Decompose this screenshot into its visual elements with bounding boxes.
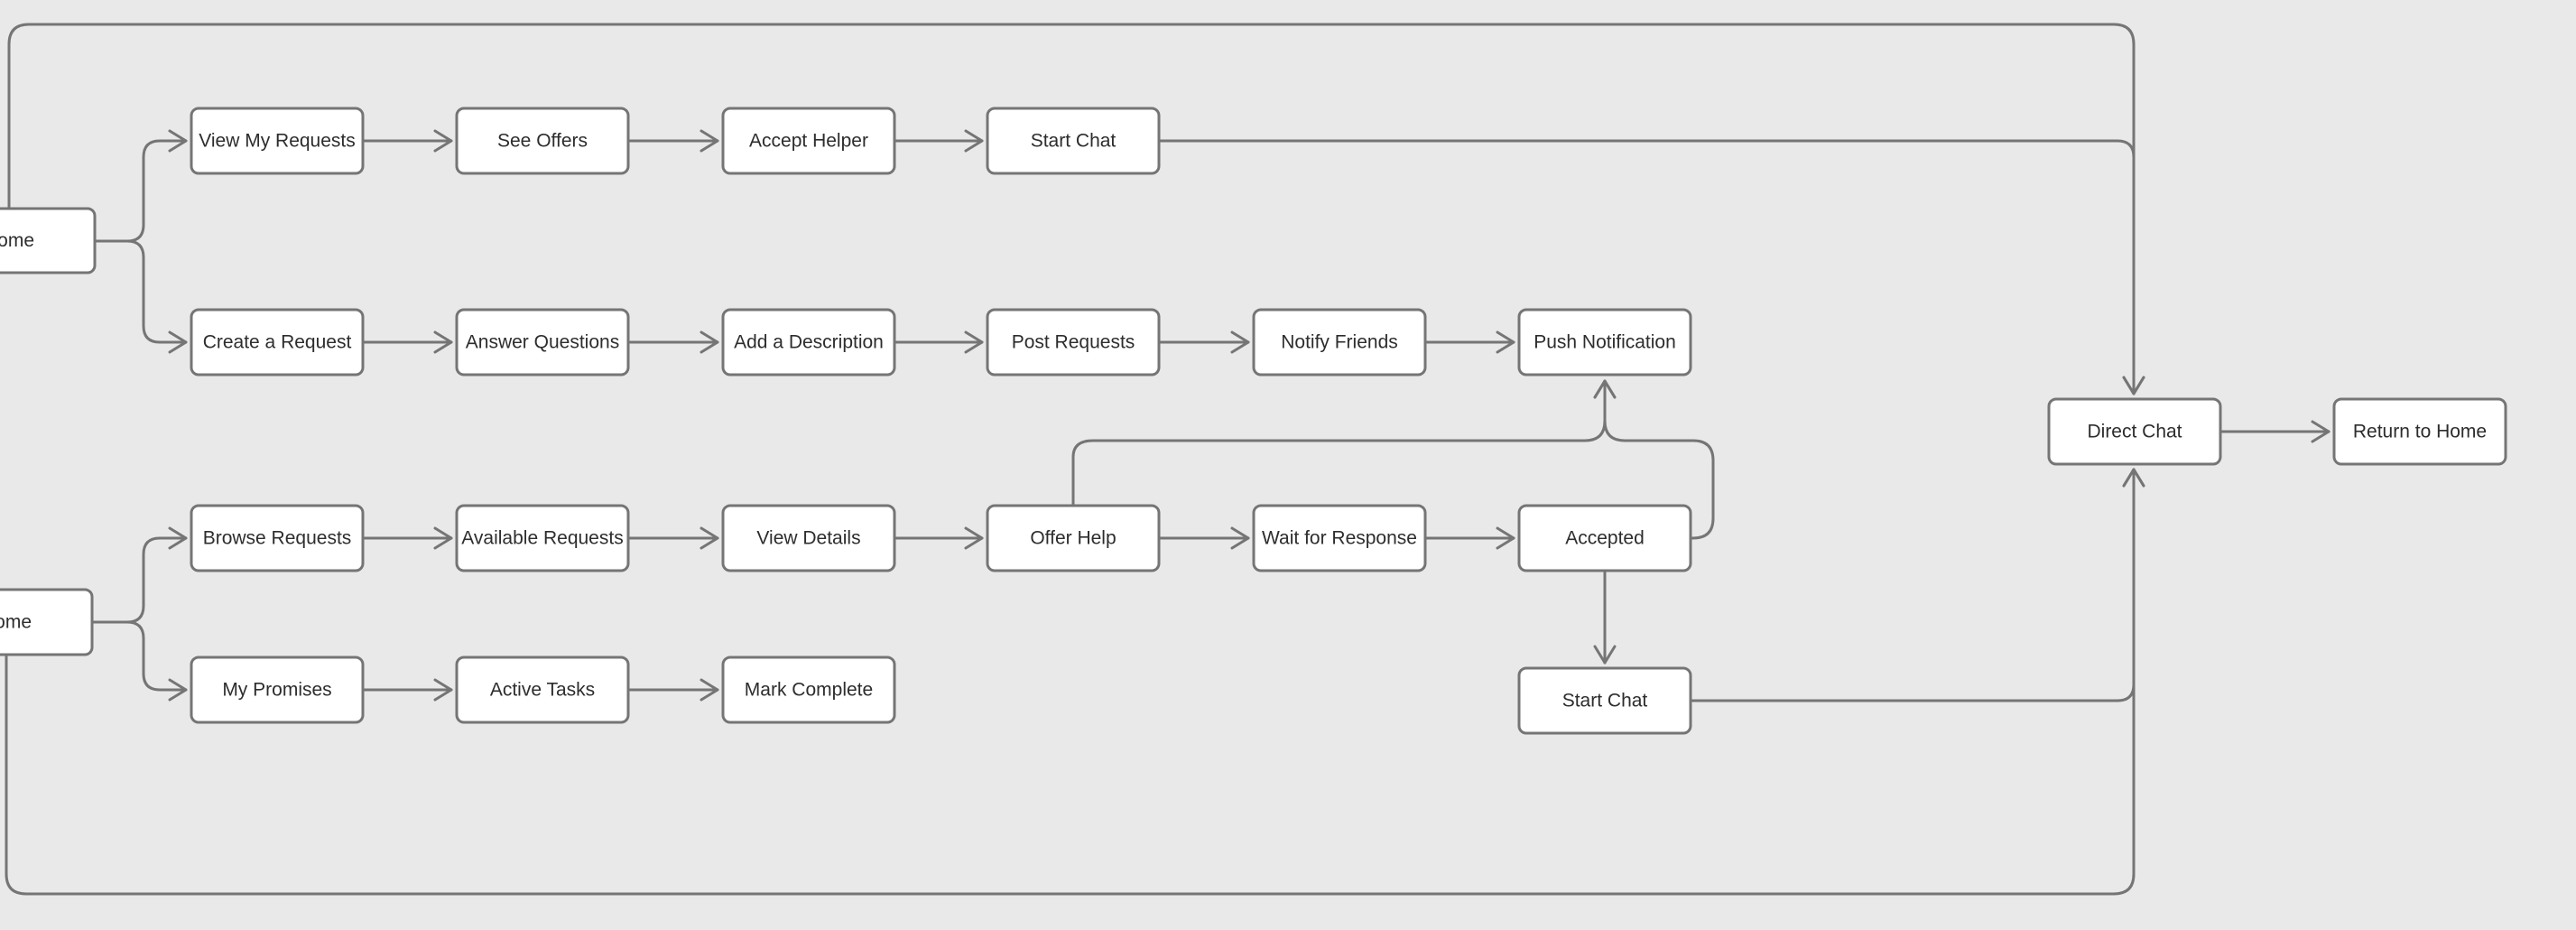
- node-browse-requests-box[interactable]: [190, 504, 365, 572]
- node-post-requests-label: Post Requests: [1012, 332, 1135, 353]
- node-my-promises: My Promises: [190, 656, 365, 724]
- node-view-my-requests: View My Requests: [190, 107, 365, 175]
- node-mark-complete-label: Mark Complete: [745, 680, 873, 701]
- node-start-chat-bottom: Start Chat: [1517, 666, 1692, 735]
- node-push-notification: Push Notification: [1517, 308, 1692, 377]
- node-notify-friends-box[interactable]: [1252, 308, 1427, 377]
- node-post-requests-box[interactable]: [986, 308, 1161, 377]
- node-accept-helper-label: Accept Helper: [749, 131, 868, 152]
- node-active-tasks: Active Tasks: [455, 656, 630, 724]
- node-notify-friends-label: Notify Friends: [1281, 332, 1398, 353]
- edge-offer-help-to-push-notification[interactable]: [1071, 379, 1617, 506]
- node-home-top-label: Home: [0, 230, 34, 251]
- node-offer-help-box[interactable]: [986, 504, 1161, 572]
- node-start-chat-bottom-box[interactable]: [1517, 666, 1692, 735]
- node-add-a-description-label: Add a Description: [734, 332, 884, 353]
- node-offer-help: Offer Help: [986, 504, 1161, 572]
- node-available-requests: Available Requests: [455, 504, 630, 572]
- node-my-promises-label: My Promises: [222, 680, 331, 701]
- node-accepted-box[interactable]: [1517, 504, 1692, 572]
- node-start-chat-top-label: Start Chat: [1031, 131, 1117, 152]
- node-start-chat-bottom-label: Start Chat: [1562, 691, 1648, 711]
- node-mark-complete-box[interactable]: [721, 656, 896, 724]
- node-add-a-description: Add a Description: [721, 308, 896, 377]
- node-see-offers-box[interactable]: [455, 107, 630, 175]
- node-view-details-label: View Details: [756, 528, 860, 549]
- node-answer-questions-label: Answer Questions: [466, 332, 619, 353]
- node-home-bottom: Home: [0, 588, 94, 656]
- node-home-top-box[interactable]: [0, 207, 97, 274]
- node-browse-requests: Browse Requests: [190, 504, 365, 572]
- node-offer-help-label: Offer Help: [1030, 528, 1116, 549]
- node-available-requests-label: Available Requests: [461, 528, 623, 549]
- edge-home-top-to-create-a-request[interactable]: [95, 239, 188, 354]
- node-wait-for-response-box[interactable]: [1252, 504, 1427, 572]
- node-my-promises-box[interactable]: [190, 656, 365, 724]
- edge-start-chat-top-to-direct-chat[interactable]: [1159, 139, 2145, 395]
- edge-home-top-to-view-my-requests[interactable]: [95, 129, 188, 243]
- edge-accepted-to-push-notification[interactable]: [1593, 379, 1715, 540]
- node-active-tasks-box[interactable]: [455, 656, 630, 724]
- edge-start-chat-bottom-to-direct-chat[interactable]: [1691, 468, 2145, 702]
- node-create-a-request-label: Create a Request: [203, 332, 352, 353]
- node-layer: Home View My Requests See Offers Accept Hel…: [0, 107, 2507, 735]
- edge-home-bottom-to-browse-requests[interactable]: [92, 526, 188, 624]
- node-accepted-label: Accepted: [1565, 528, 1645, 549]
- node-add-a-description-box[interactable]: [721, 308, 896, 377]
- edge-home-bottom-to-direct-chat[interactable]: [5, 468, 2145, 896]
- node-see-offers-label: See Offers: [497, 131, 588, 152]
- node-mark-complete: Mark Complete: [721, 656, 896, 724]
- node-view-details: View Details: [721, 504, 896, 572]
- node-home-bottom-label: Home: [0, 612, 32, 633]
- node-create-a-request-box[interactable]: [190, 308, 365, 377]
- node-active-tasks-label: Active Tasks: [490, 680, 595, 701]
- edge-layer: [5, 23, 2330, 896]
- node-create-a-request: Create a Request: [190, 308, 365, 377]
- edge-home-bottom-to-my-promises[interactable]: [92, 620, 188, 702]
- node-home-top: Home: [0, 207, 97, 274]
- node-direct-chat-label: Direct Chat: [2087, 422, 2182, 442]
- node-accepted: Accepted: [1517, 504, 1692, 572]
- node-start-chat-top: Start Chat: [986, 107, 1161, 175]
- node-see-offers: See Offers: [455, 107, 630, 175]
- node-return-to-home: Return to Home: [2332, 397, 2507, 466]
- node-start-chat-top-box[interactable]: [986, 107, 1161, 175]
- node-direct-chat: Direct Chat: [2047, 397, 2222, 466]
- edge-home-top-to-direct-chat[interactable]: [7, 23, 2145, 395]
- node-return-to-home-label: Return to Home: [2353, 422, 2487, 442]
- node-wait-for-response-label: Wait for Response: [1262, 528, 1417, 549]
- node-answer-questions: Answer Questions: [455, 308, 630, 377]
- node-post-requests: Post Requests: [986, 308, 1161, 377]
- node-accept-helper-box[interactable]: [721, 107, 896, 175]
- node-push-notification-box[interactable]: [1517, 308, 1692, 377]
- node-view-my-requests-box[interactable]: [190, 107, 365, 175]
- node-return-to-home-box[interactable]: [2332, 397, 2507, 466]
- node-browse-requests-label: Browse Requests: [203, 528, 352, 549]
- node-answer-questions-box[interactable]: [455, 308, 630, 377]
- node-direct-chat-box[interactable]: [2047, 397, 2222, 466]
- node-view-details-box[interactable]: [721, 504, 896, 572]
- node-push-notification-label: Push Notification: [1534, 332, 1676, 353]
- node-wait-for-response: Wait for Response: [1252, 504, 1427, 572]
- node-accept-helper: Accept Helper: [721, 107, 896, 175]
- node-home-bottom-box[interactable]: [0, 588, 94, 656]
- node-available-requests-box[interactable]: [455, 504, 630, 572]
- node-notify-friends: Notify Friends: [1252, 308, 1427, 377]
- node-view-my-requests-label: View My Requests: [199, 131, 356, 152]
